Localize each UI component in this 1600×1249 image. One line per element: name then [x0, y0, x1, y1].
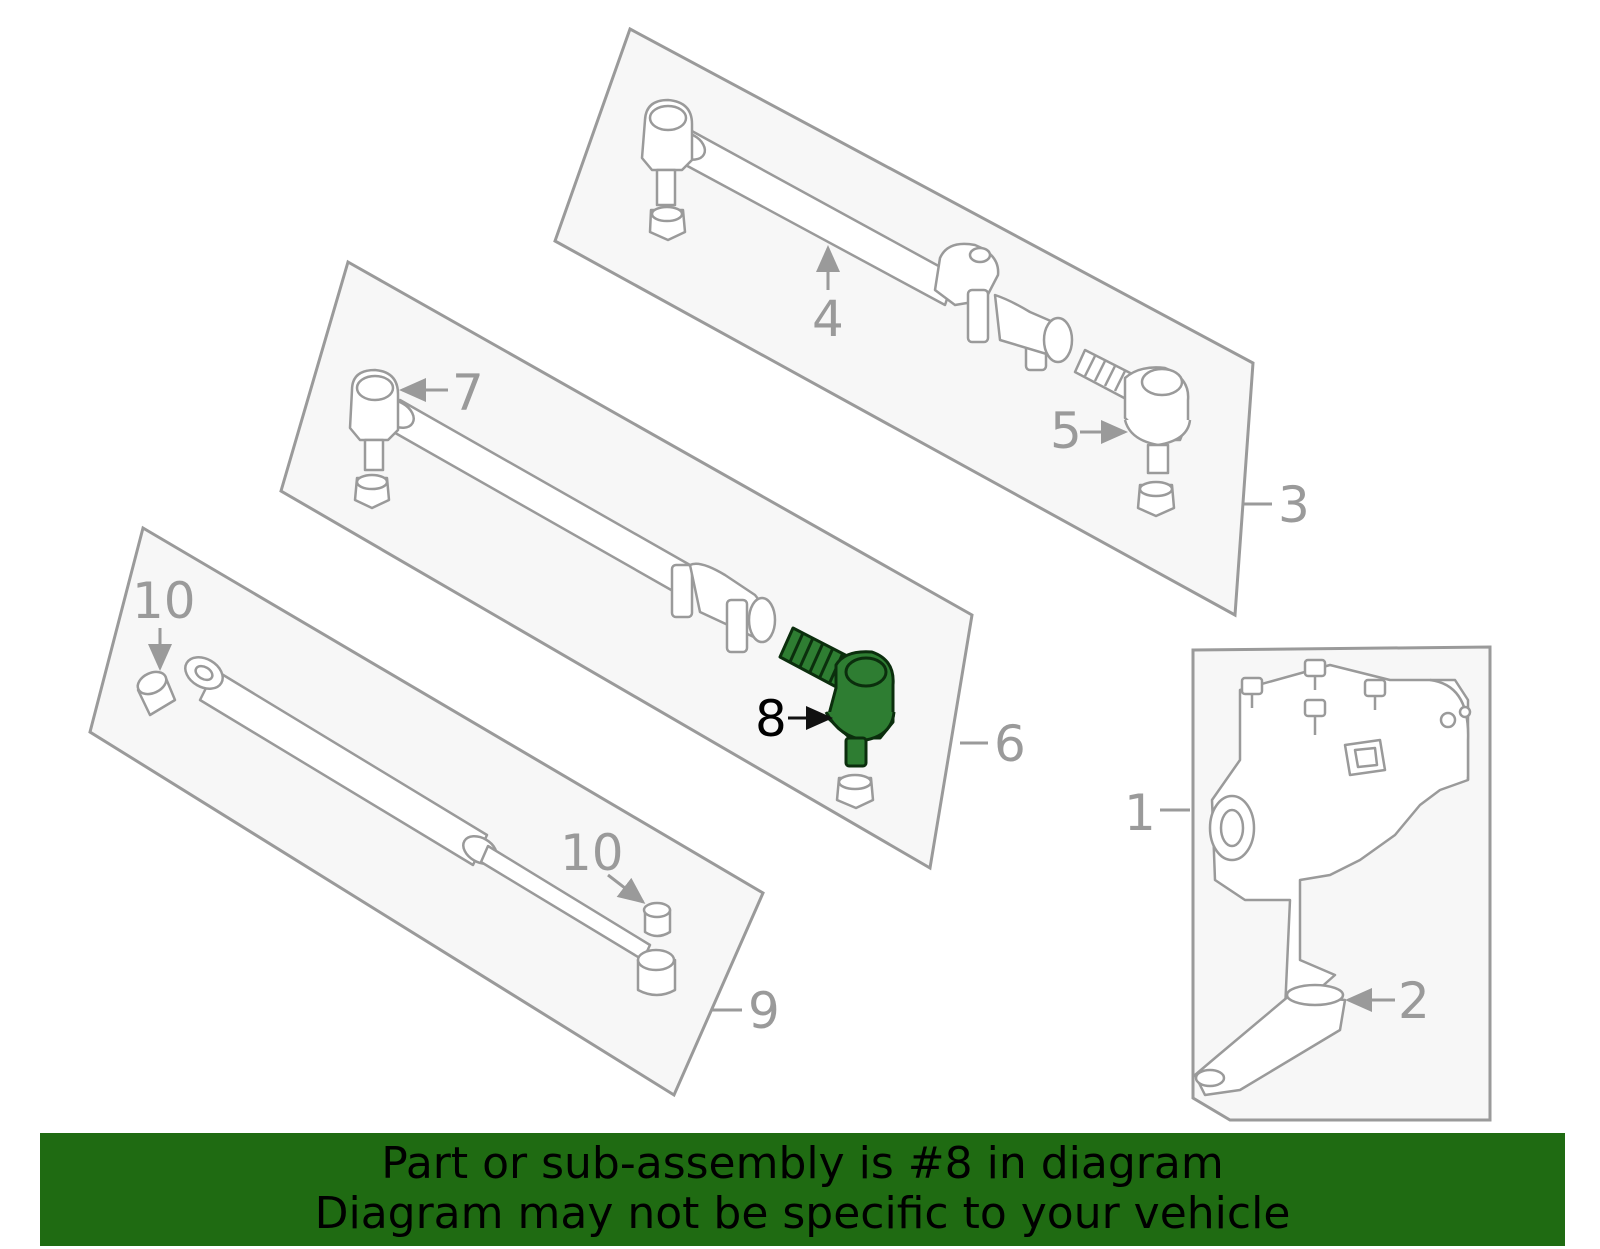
- callout-9: 9: [748, 982, 780, 1040]
- panel-steering-gear-1: 1 2: [1124, 645, 1492, 1122]
- info-banner: Part or sub-assembly is #8 in diagram Di…: [40, 1133, 1565, 1246]
- callout-1: 1: [1124, 784, 1156, 842]
- callout-5: 5: [1050, 402, 1082, 460]
- callout-2: 2: [1398, 972, 1430, 1030]
- callout-10-left: 10: [132, 572, 196, 630]
- damper-eye-end: [636, 948, 677, 997]
- tie-rod-end-7: [348, 368, 400, 510]
- banner-line-disclaimer: Diagram may not be specific to your vehi…: [314, 1188, 1291, 1239]
- panel-tie-rod-assembly-6: 7 8 6: [279, 259, 1026, 871]
- steering-gear-box: [1208, 663, 1472, 1014]
- castle-nut-middle: [835, 773, 875, 810]
- banner-line-part: Part or sub-assembly is #8 in diagram: [381, 1138, 1224, 1189]
- tie-rod-end-8-highlighted: [778, 626, 896, 768]
- tie-rod-end-left: [640, 98, 694, 242]
- bushing-10-right: [642, 901, 672, 938]
- callout-6: 6: [994, 715, 1026, 773]
- panel-steering-damper-9: 10 10 9: [88, 525, 780, 1098]
- callout-3: 3: [1278, 476, 1310, 534]
- adjuster-clamp-top: [933, 242, 1074, 372]
- panel-tie-rod-assembly-3: 4 5 3: [553, 26, 1310, 618]
- callout-10-right: 10: [560, 824, 624, 882]
- bushing-10-left: [136, 670, 177, 717]
- gear-box-bolts: [1240, 658, 1387, 735]
- damper-body: [184, 656, 498, 867]
- callout-4: 4: [812, 290, 844, 348]
- tie-rod-end-5: [1073, 348, 1192, 518]
- adjuster-clamp-middle: [670, 562, 777, 654]
- pitman-arm-2: [1193, 983, 1347, 1097]
- callout-7: 7: [452, 364, 484, 422]
- callout-8: 8: [755, 690, 787, 748]
